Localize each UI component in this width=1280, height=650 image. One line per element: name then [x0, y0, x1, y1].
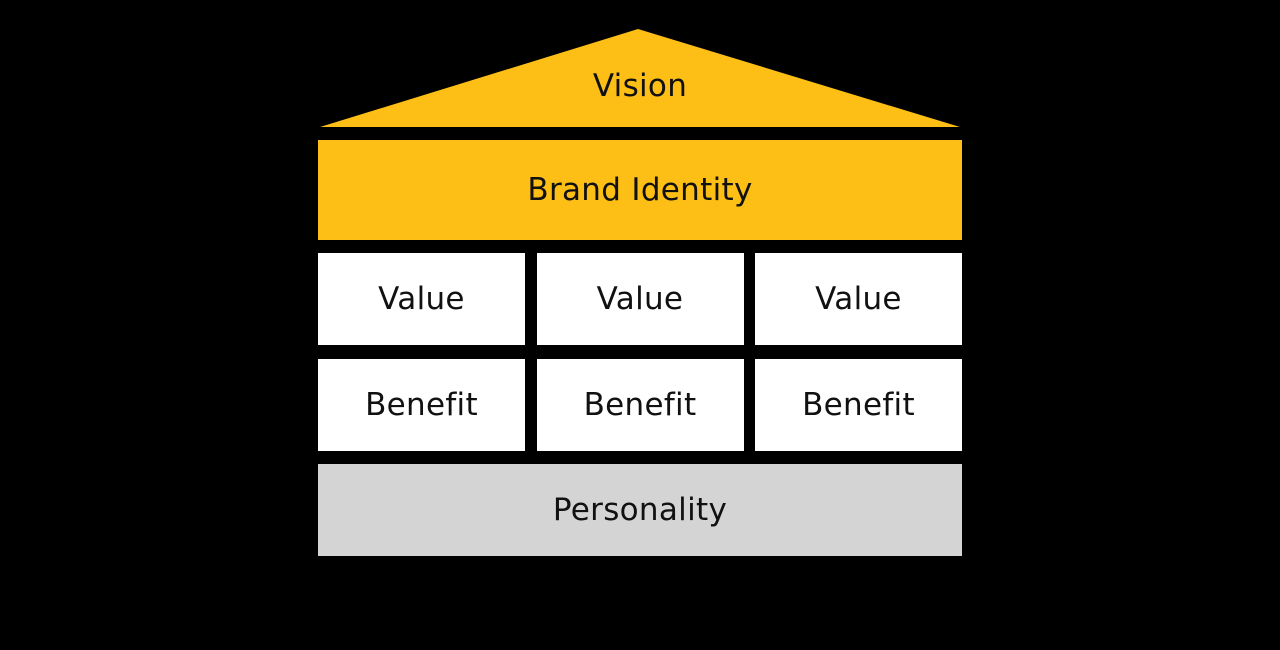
values-row: Value Value Value: [318, 253, 962, 345]
benefit-pillar-2: Benefit: [536, 359, 744, 451]
personality-foundation: Personality: [318, 464, 962, 556]
benefit-pillar-1: Benefit: [318, 359, 525, 451]
benefit-label: Benefit: [802, 387, 915, 423]
benefits-row: Benefit Benefit Benefit: [318, 359, 962, 451]
benefit-pillar-3: Benefit: [755, 359, 962, 451]
value-pillar-2: Value: [536, 253, 744, 345]
value-pillar-3: Value: [755, 253, 962, 345]
brand-identity-band: Brand Identity: [318, 140, 962, 240]
benefit-label: Benefit: [365, 387, 478, 423]
value-pillar-1: Value: [318, 253, 525, 345]
value-label: Value: [596, 281, 684, 317]
benefit-label: Benefit: [583, 387, 697, 423]
personality-label: Personality: [552, 492, 728, 528]
value-label: Value: [815, 281, 902, 317]
value-label: Value: [378, 281, 465, 317]
vision-label: Vision: [592, 68, 688, 104]
roof-triangle: [320, 29, 960, 127]
vision-roof-shape: [320, 29, 960, 127]
brand-identity-label: Brand Identity: [527, 172, 753, 208]
